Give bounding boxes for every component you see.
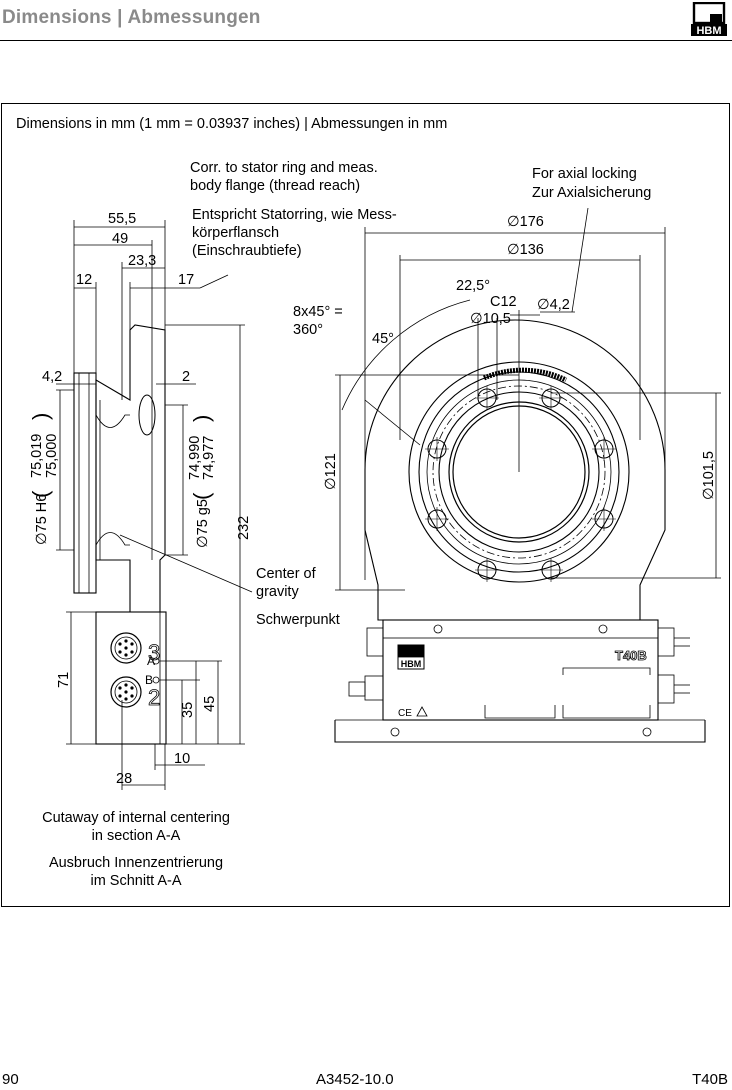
dim-75-g5-paren-open: (	[189, 492, 214, 500]
box-hbm-label: HBM	[401, 659, 422, 669]
dim-75-h6-label: ∅75 H6	[34, 494, 50, 545]
dim-75-g5-label: ∅75 g5	[195, 499, 211, 548]
header-divider	[0, 40, 732, 41]
footer-doc-number: A3452-10.0	[316, 1071, 394, 1088]
dim-dia-101-5: ∅101,5	[701, 451, 717, 500]
footer-product: T40B	[692, 1071, 728, 1088]
annotation-angle-2: 360°	[293, 322, 323, 338]
annotation-corr-de-2: körperflansch	[192, 225, 279, 241]
hbm-logo-text: HBM	[696, 25, 721, 36]
annotation-angle-1: 8x45° =	[293, 304, 343, 320]
dim-75-g5-lower: 74,977	[201, 436, 217, 480]
dim-55-5: 55,5	[108, 211, 136, 227]
dim-angle-45: 45°	[372, 331, 394, 347]
footer-page-number: 90	[2, 1071, 19, 1088]
dim-angle-22-5: 22,5°	[456, 278, 490, 294]
dim-75-h6-paren-open: (	[28, 490, 53, 498]
dim-dia-176: ∅176	[507, 214, 544, 230]
box-ce-label: CE	[398, 708, 412, 719]
dim-75-h6-upper: 75,019	[29, 434, 45, 478]
dim-23-3: 23,3	[128, 253, 156, 269]
annotation-cutaway-en-2: in section A-A	[92, 828, 181, 844]
dim-75-g5-upper: 74,990	[187, 436, 203, 480]
front-view: HBM T40B CE	[334, 207, 721, 743]
dim-75-g5-paren-close: )	[189, 415, 214, 422]
dim-49: 49	[112, 231, 128, 247]
figure-frame	[1, 103, 730, 907]
annotation-corr-en-1: Corr. to stator ring and meas.	[190, 160, 378, 176]
dim-71: 71	[56, 672, 72, 688]
connector-3-label: 3	[148, 640, 160, 665]
annotation-corr-de-1: Entspricht Statorring, wie Mess-	[192, 207, 397, 223]
annotation-cog-en-1: Center of	[256, 566, 317, 582]
figure-caption: Dimensions in mm (1 mm = 0.03937 inches)…	[16, 116, 447, 132]
hbm-logo: HBM	[691, 2, 727, 36]
dim-28: 28	[116, 771, 132, 787]
side-view: A B 3 2	[56, 220, 253, 790]
annotation-cutaway-en-1: Cutaway of internal centering	[42, 810, 230, 826]
box-t40b-label: T40B	[615, 648, 647, 663]
connector-a-label: A	[147, 654, 155, 668]
dim-35: 35	[180, 702, 196, 718]
dim-45: 45	[202, 696, 218, 712]
dim-75-h6-lower: 75,000	[44, 434, 60, 478]
page-header-title: Dimensions | Abmessungen	[2, 7, 261, 28]
dim-4-2: 4,2	[42, 369, 62, 385]
dim-c12: C12	[490, 294, 517, 310]
connector-b-label: B	[145, 673, 153, 687]
dim-dia-121: ∅121	[323, 453, 339, 490]
dim-dia-10-5: ∅10,5	[470, 311, 511, 327]
dim-2: 2	[182, 369, 190, 385]
annotation-corr-en-2: body flange (thread reach)	[190, 178, 360, 194]
annotation-corr-de-3: (Einschraubtiefe)	[192, 243, 302, 259]
dim-dia-4-2: ∅4,2	[537, 297, 570, 313]
dim-75-h6-paren-close: )	[28, 413, 53, 420]
annotation-cog-en-2: gravity	[256, 584, 299, 600]
dim-dia-136: ∅136	[507, 242, 544, 258]
dim-10: 10	[174, 751, 190, 767]
annotation-cutaway-de-1: Ausbruch Innenzentrierung	[49, 855, 223, 871]
annotation-axial-de: Zur Axialsicherung	[532, 185, 651, 201]
annotation-cutaway-de-2: im Schnitt A-A	[90, 873, 181, 889]
dim-17: 17	[178, 272, 194, 288]
dim-232: 232	[236, 516, 252, 540]
annotation-cog-de: Schwerpunkt	[256, 612, 340, 628]
annotation-axial-en: For axial locking	[532, 166, 637, 182]
connector-2-label: 2	[148, 685, 160, 710]
dim-12: 12	[76, 272, 92, 288]
